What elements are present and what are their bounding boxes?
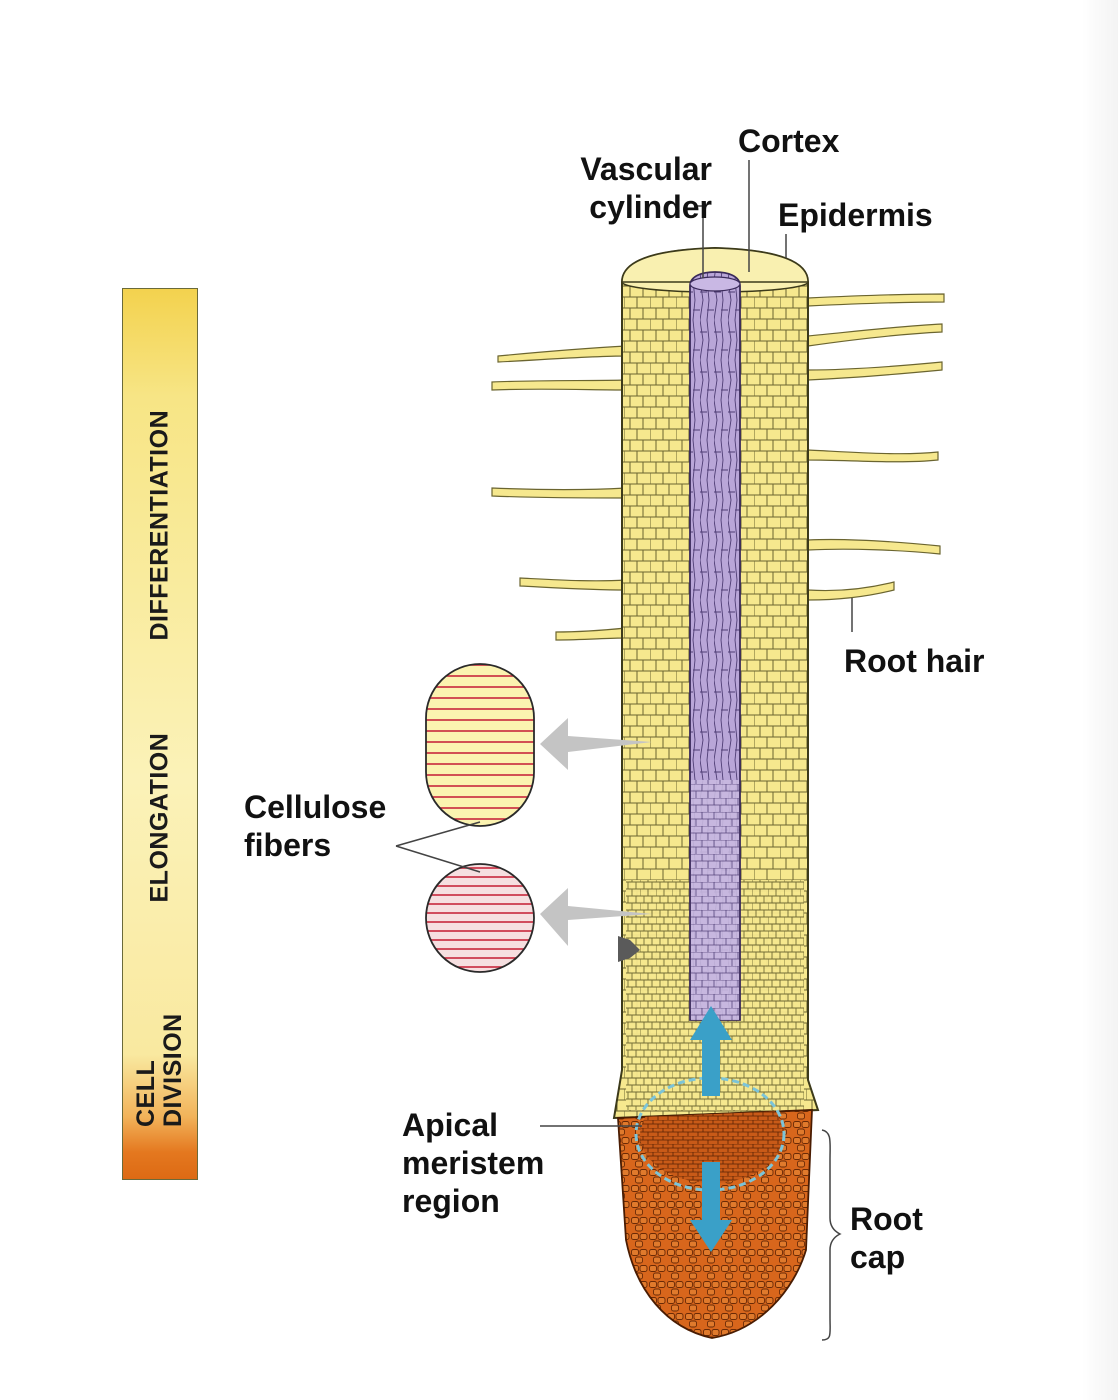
label-cellulose-fibers: Cellulose fibers: [244, 789, 387, 863]
label-root-hair: Root hair: [844, 643, 985, 679]
label-apical-meristem: Apical meristem region: [402, 1107, 545, 1219]
callout-arrow-upper: [540, 718, 652, 770]
growth-arrow-up: [690, 1006, 732, 1096]
root-hairs: [491, 293, 945, 641]
growth-zone-bar: [122, 288, 198, 1180]
page-edge-shade: [1082, 0, 1118, 1400]
cellulose-fiber-elongated-cell: [425, 663, 535, 827]
label-cortex: Cortex: [738, 123, 840, 159]
label-epidermis: Epidermis: [778, 197, 933, 233]
vascular-cylinder: [689, 271, 741, 1021]
label-root-cap: Root cap: [850, 1201, 923, 1275]
label-vascular-cylinder: Vascular cylinder: [580, 151, 712, 225]
leader-lines: [395, 160, 853, 1341]
cellulose-fiber-round-cell: [425, 863, 535, 973]
callout-arrow-lower: [540, 888, 652, 946]
cell-marker-icon: [618, 936, 640, 962]
growth-arrow-down: [690, 1162, 732, 1252]
